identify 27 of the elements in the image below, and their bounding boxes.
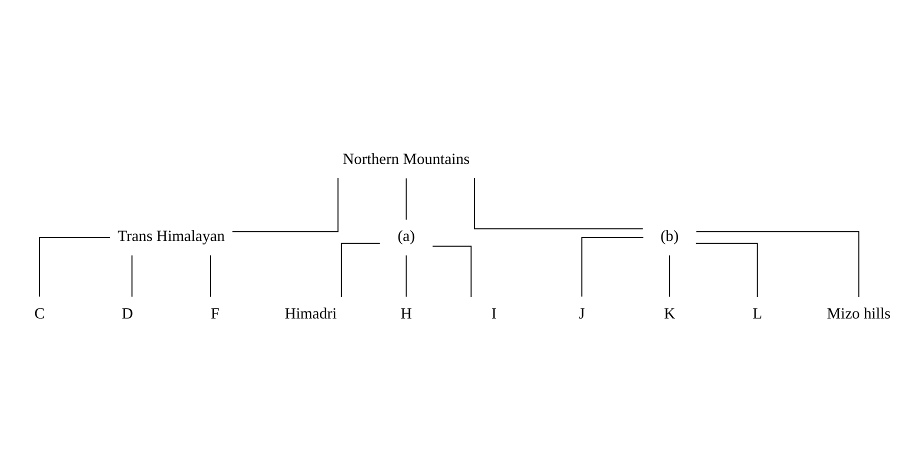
node-text: Himadri [284,304,337,322]
node-text: Trans Himalayan [118,228,225,245]
connector [669,254,670,297]
node-text: (a) [398,228,415,245]
node-text: Mizo hills [826,304,891,322]
node-text: Northern Mountains [342,150,470,168]
connector [474,177,644,229]
node-text: C [34,304,45,322]
connector [340,242,380,297]
node-text: F [210,304,220,322]
node-text: H [400,304,412,322]
node-text: K [664,304,676,322]
node-text: D [122,304,133,322]
connector [39,236,110,297]
connector [695,242,758,297]
node-text: J [578,304,585,322]
connector [432,245,472,297]
node-text: I [491,304,497,322]
connector [696,230,860,297]
node-text: L [752,304,762,322]
connector [581,236,644,297]
connector [210,254,211,297]
node-text: (b) [660,228,679,245]
connector [406,254,407,297]
connector [131,254,132,297]
connector [232,177,338,232]
connector [406,177,407,220]
